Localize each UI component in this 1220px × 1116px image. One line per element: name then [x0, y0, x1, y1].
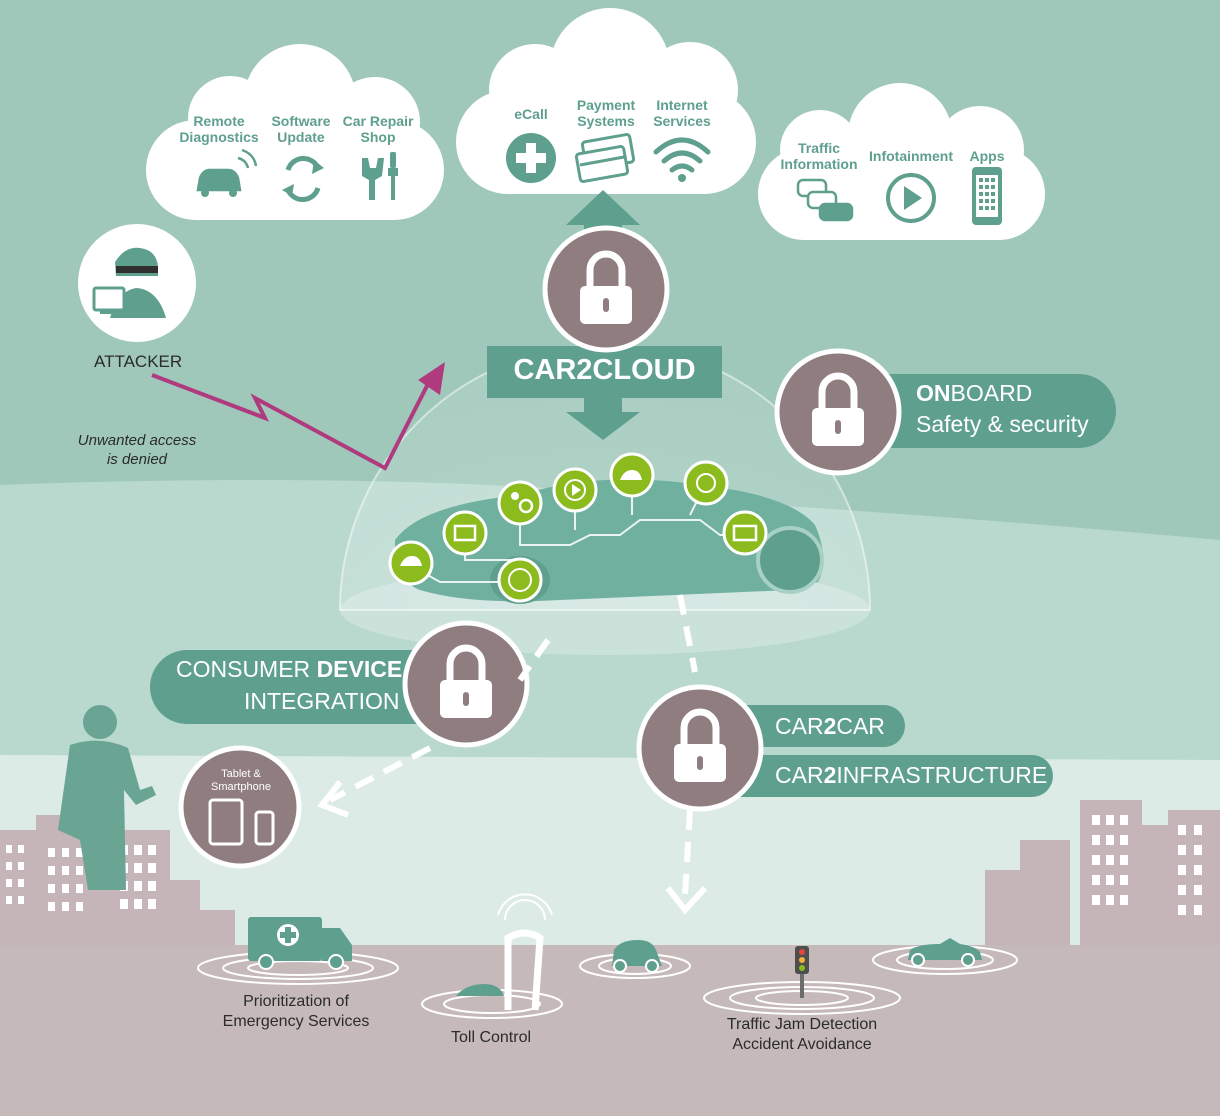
dashed-connectors: [328, 594, 698, 896]
attacker-avatar: [78, 224, 196, 342]
car2car-pre: CAR: [775, 713, 824, 739]
car-signal-icon: [196, 148, 258, 197]
plus-circle-icon: [506, 133, 556, 183]
sos-icon: [683, 460, 729, 506]
devices-label-line2: Smartphone: [211, 781, 271, 793]
car2car-lock-icon: [636, 684, 764, 812]
collision-sensor-icon: [609, 452, 655, 498]
car2car-num: 2: [823, 713, 837, 739]
consumer-banner: [150, 650, 480, 724]
skyline-right: [985, 800, 1220, 950]
payment-systems-label: Payment Systems: [576, 97, 636, 129]
lower-band: [0, 755, 1220, 960]
convertible-car-icon: [908, 938, 982, 967]
car2cloud-lock-icon: [542, 225, 670, 353]
car2infra-post: INFRASTRUCTURE: [836, 762, 1048, 788]
car2cloud-banner: [487, 346, 722, 440]
car-repair-shop-label: Car Repair Shop: [342, 113, 414, 145]
ambulance-icon: [248, 917, 352, 970]
internet-services-label: Internet Services: [653, 97, 711, 129]
remote-diagnostics-label: Remote Diagnostics: [179, 113, 259, 145]
traffic-cars-icon: [796, 178, 854, 222]
credit-card-icon: [574, 133, 636, 183]
traffic-jam-label-line2: Accident Avoidance: [732, 1036, 872, 1053]
media-play-icon: [552, 467, 598, 513]
skyline-right-windows: [1092, 815, 1202, 915]
abs-icon: [497, 557, 543, 603]
small-car-icon: [612, 940, 662, 973]
software-update-label: Software Update: [271, 113, 331, 145]
consumer-title-line2: INTEGRATION: [244, 688, 400, 714]
toll-control-label: Toll Control: [450, 1029, 532, 1046]
traffic-light-icon: [795, 946, 809, 998]
onboard-title-rest: BOARD: [950, 380, 1033, 406]
car2infra-label: CAR2INFRASTRUCTURE: [775, 762, 1047, 789]
attacker-caption-line1: Unwanted access: [77, 432, 197, 449]
battery-icon: [722, 510, 768, 556]
smartphone-icon: [972, 167, 1002, 225]
consumer-title-bold: DEVICE: [316, 656, 403, 682]
car2cloud-label: CAR2CLOUD: [513, 354, 696, 386]
attacker-label: ATTACKER: [94, 352, 183, 371]
ground: [0, 945, 1220, 1116]
emergency-label-line2: Emergency Services: [222, 1013, 370, 1030]
toll-gate-icon: [456, 893, 553, 1011]
wifi-icon: [653, 137, 711, 182]
emergency-label-line1: Prioritization of: [243, 993, 349, 1010]
onboard-subtitle: Safety & security: [916, 411, 1089, 437]
tablet-icon: [208, 798, 244, 846]
onboard-title-bold: ON: [916, 380, 951, 406]
onboard-title: ONBOARD: [916, 380, 1032, 407]
play-circle-icon: [886, 173, 936, 223]
consumer-title-line1: CONSUMER DEVICE: [176, 656, 402, 683]
attacker-caption-line2: is denied: [106, 451, 168, 468]
street-arrowhead: [665, 885, 708, 915]
consumer-lock-icon: [402, 620, 530, 748]
ecall-label: eCall: [514, 106, 548, 122]
infotainment-label: Infotainment: [869, 148, 953, 164]
person-silhouette: [58, 705, 156, 890]
traffic-jam-label-line1: Traffic Jam Detection: [726, 1016, 878, 1033]
airbag-icon: [497, 480, 543, 526]
devices-circle: [178, 745, 302, 869]
car2infra-num: 2: [823, 762, 837, 788]
car2infra-pre: CAR: [775, 762, 824, 788]
consumer-title-plain: CONSUMER: [176, 656, 317, 682]
refresh-icon: [282, 156, 324, 202]
wrench-screwdriver-icon: [362, 152, 398, 200]
attack-arrow: [151, 362, 445, 471]
car2car-post: CAR: [836, 713, 885, 739]
onboard-lock-icon: [774, 348, 902, 476]
devices-label-line1: Tablet &: [221, 768, 261, 780]
engine-icon: [442, 510, 488, 556]
car2infra-banner: [700, 755, 1053, 797]
apps-label: Apps: [969, 148, 1005, 164]
phone-icon: [254, 810, 275, 846]
car2car-label: CAR2CAR: [775, 713, 885, 740]
devices-arrowhead: [317, 780, 350, 818]
distance-sensor-icon: [388, 540, 434, 586]
traffic-information-label: Traffic Information: [780, 140, 858, 172]
onboard-banner: [850, 374, 1116, 448]
